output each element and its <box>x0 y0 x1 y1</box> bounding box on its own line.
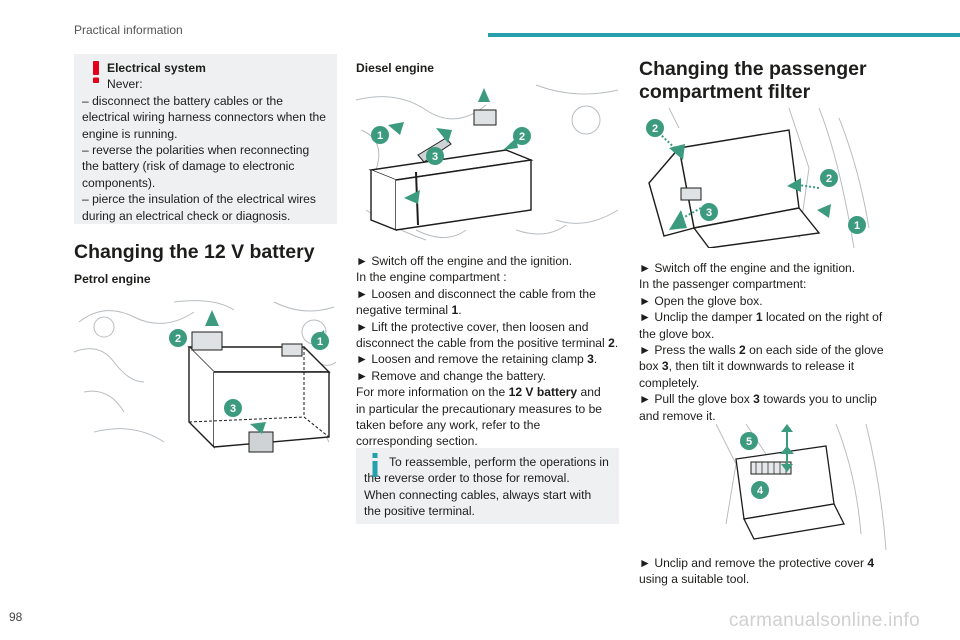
filter-step: ► Unclip and remove the protective cover… <box>639 556 875 587</box>
warning-title: Electrical system <box>107 61 206 75</box>
diesel-callout-3: 3 <box>432 151 438 163</box>
glove-callout-2b: 2 <box>826 173 832 185</box>
battery-step: ► Lift the protective cover, then loosen… <box>356 319 619 351</box>
info-line: To reassemble, perform the operations in… <box>364 455 609 486</box>
battery-step: ► Remove and change the battery. <box>356 368 546 383</box>
glove-callout-1: 1 <box>854 220 860 232</box>
diesel-engine-heading: Diesel engine <box>356 61 434 75</box>
filter-step: ► Switch off the engine and the ignition… <box>639 261 856 275</box>
cover-callout-5: 5 <box>746 436 752 448</box>
glove-box-figure: 2 2 3 1 <box>639 108 872 248</box>
filter-steps-2: ► Unclip and remove the protective cover… <box>639 555 894 588</box>
petrol-engine-figure: 2 1 3 <box>74 292 337 456</box>
warning-icon <box>93 61 99 83</box>
info-box: To reassemble, perform the operations in… <box>356 448 619 524</box>
filter-step: ► Unclip the damper 1 located on the rig… <box>639 310 883 341</box>
petrol-engine-heading: Petrol engine <box>74 272 151 286</box>
page-number: 98 <box>9 610 23 624</box>
battery-step: ► Switch off the engine and the ignition… <box>356 254 573 268</box>
battery-steps: ► Switch off the engine and the ignition… <box>356 253 624 450</box>
filter-step: ► Press the walls 2 on each side of the … <box>639 343 884 390</box>
protective-cover-figure: 5 4 <box>716 424 894 550</box>
warning-line: – pierce the insulation of the electrica… <box>82 192 316 223</box>
filter-step: In the passenger compartment: <box>639 277 807 292</box>
warning-line: – disconnect the battery cables or the e… <box>82 93 327 141</box>
diesel-callout-2: 2 <box>519 131 525 143</box>
filter-steps: ► Switch off the engine and the ignition… <box>639 260 894 424</box>
filter-step: ► Pull the glove box 3 towards you to un… <box>639 392 877 423</box>
running-header: Practical information <box>74 23 183 37</box>
diesel-callout-1: 1 <box>377 130 383 142</box>
glove-callout-3: 3 <box>706 207 712 219</box>
petrol-callout-3: 3 <box>230 403 236 415</box>
battery-step: In the engine compartment : <box>356 270 507 285</box>
filter-step: ► Open the glove box. <box>639 293 763 308</box>
cover-callout-4: 4 <box>757 485 764 497</box>
watermark: carmanualsonline.info <box>728 610 920 631</box>
info-icon <box>372 453 378 477</box>
diesel-engine-figure: 1 2 3 <box>356 80 619 245</box>
glove-callout-2a: 2 <box>652 123 658 135</box>
battery-step: ► Loosen and remove the retaining clamp … <box>356 352 598 367</box>
petrol-callout-2: 2 <box>175 333 181 345</box>
battery-step: ► Loosen and disconnect the cable from t… <box>356 286 596 318</box>
battery-step: For more information on the 12 V battery… <box>356 385 603 449</box>
warning-line: Never: <box>107 77 143 92</box>
filter-section-title: Changing the passenger compartment filte… <box>639 58 867 103</box>
info-line: When connecting cables, always start wit… <box>364 487 592 519</box>
petrol-callout-1: 1 <box>317 336 323 348</box>
warning-box: Electrical system Never: – disconnect th… <box>74 54 337 224</box>
header-accent-bar <box>488 33 960 37</box>
warning-line: – reverse the polarities when reconnecti… <box>82 143 310 190</box>
battery-section-title: Changing the 12 V battery <box>74 241 315 263</box>
